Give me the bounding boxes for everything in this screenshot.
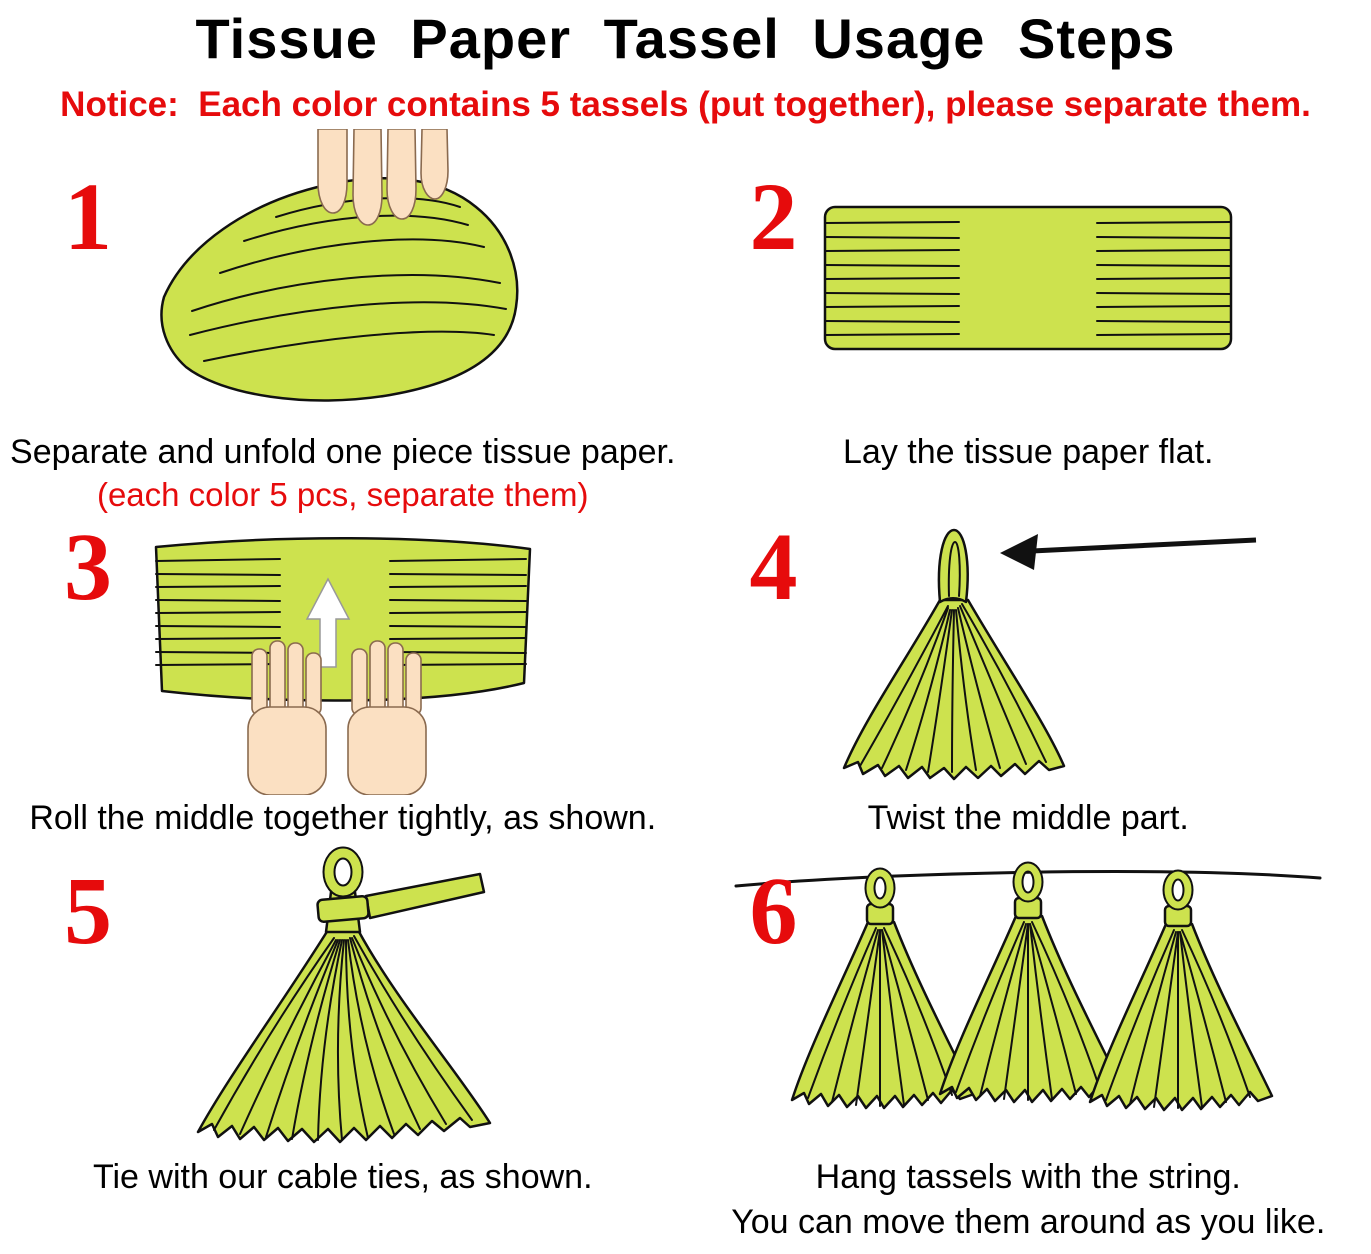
tassel-loop [322,846,364,898]
step-1-figure: 1 [0,129,686,429]
step-3-illustration [154,536,531,795]
step-4-figure: 4 [686,515,1371,795]
page-title: Tissue Paper Tassel Usage Steps [195,7,1176,70]
step-4-section: 4 [686,515,1371,840]
fringe-cuts [824,221,1233,336]
step-1-section: 1 Separate and unf [0,129,686,515]
step-4-illustration [843,528,1257,780]
cable-tie [316,872,485,923]
step-1-subcaption: (each color 5 pcs, separate them) [96,475,589,513]
step-3-caption: Roll the middle together tightly, as sho… [29,798,657,837]
fringe-cuts [154,557,527,666]
step-3-figure: 3 [0,515,686,795]
step-2-section: 2 Lay [686,129,1371,515]
step-6-number: 6 [749,857,798,965]
step-6-caption: Hang tassels with the string. [815,1158,1241,1197]
step-3-section: 3 [0,515,686,840]
notice-text: Notice: Each color contains 5 tassels (p… [60,85,1311,124]
step-4-caption: Twist the middle part. [867,798,1189,837]
left-arrow-icon [1000,533,1257,570]
hanging-string [734,869,1322,888]
step-5-illustration [196,846,491,1143]
step-2-caption: Lay the tissue paper flat. [843,433,1214,471]
right-hand-icon [346,639,427,795]
steps-grid: 1 Separate and unf [0,129,1371,1243]
step-1-number: 1 [64,163,112,270]
step-4-number: 4 [749,512,798,620]
tassel [940,862,1122,1102]
hand-icon [316,129,449,226]
step-5-figure: 5 [0,839,686,1154]
step-5-caption: Tie with our cable ties, as shown. [92,1158,593,1197]
twisted-loop [937,528,970,603]
step-2-number: 2 [749,163,798,270]
step-5-section: 5 [0,839,686,1243]
tassel [1090,870,1272,1110]
left-hand-icon [246,639,327,795]
step-1-caption: Separate and unfold one piece tissue pap… [10,433,676,471]
step-6-figure: 6 [686,839,1371,1154]
step-2-figure: 2 [686,129,1371,429]
up-arrow-icon [305,577,350,668]
step-2-illustration [824,205,1233,351]
step-6-illustration [734,842,1322,1152]
step-5-number: 5 [64,857,112,965]
step-6-section: 6 [686,839,1371,1243]
step-3-number: 3 [64,512,112,620]
step-1-illustration [159,129,519,402]
step-6-caption-line2: You can move them around as you like. [731,1202,1326,1241]
